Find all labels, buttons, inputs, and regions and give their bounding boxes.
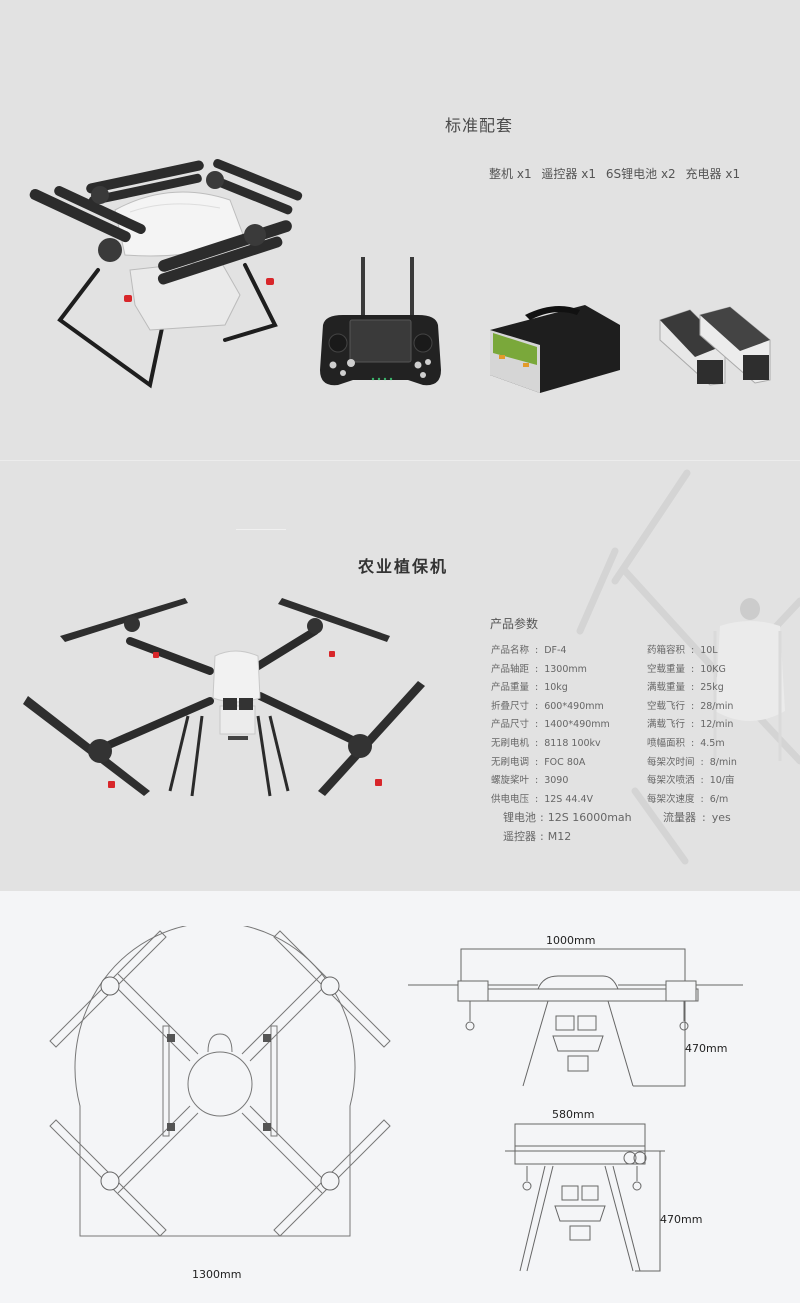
- product-params-title: 产品参数: [490, 617, 539, 631]
- spec-row: 无刷电机:8118 100kv: [491, 737, 601, 749]
- spec-row: 药箱容积:10L: [647, 645, 718, 656]
- front-view-width-label: 1000mm: [546, 934, 596, 947]
- remote-controller-image: [320, 257, 441, 386]
- front-view-height-label: 470mm: [685, 1042, 728, 1055]
- spec-row: 流量器:yes: [663, 811, 731, 825]
- spec-row: 每架次速度:6/m: [647, 793, 729, 805]
- top-view-width-label: 1300mm: [192, 1268, 242, 1281]
- kit-item-remote: 遥控器 x1: [541, 167, 597, 181]
- front-view-diagram: [408, 948, 743, 1087]
- spec-row: 喷幅面积:4.5m: [647, 737, 725, 749]
- background-drone-watermark: [576, 469, 800, 865]
- specifications-section: 农业植保机: [0, 460, 800, 891]
- folded-drone-image: [29, 158, 303, 389]
- kit-item-battery: 6S锂电池 x2: [605, 167, 676, 181]
- spec-list-right: 药箱容积:10L 空载重量:10KG 满载重量:25kg 空载飞行:28/min…: [647, 642, 737, 828]
- dimensions-section: 1300mm 1000mm 470mm: [0, 891, 800, 1303]
- spec-row: 产品轴距:1300mm: [491, 663, 587, 675]
- spec-row: 螺旋桨叶:3090: [491, 775, 569, 787]
- spec-row: 产品尺寸:1400*490mm: [491, 719, 610, 731]
- decorative-line: [236, 529, 286, 530]
- battery-packs-image: [659, 306, 771, 386]
- spec-row: 产品重量:10kg: [491, 682, 568, 694]
- spec-row: 每架次喷洒:10/亩: [647, 775, 735, 787]
- spec-row: 空载飞行:28/min: [647, 700, 734, 712]
- kit-title: 标准配套: [445, 116, 514, 135]
- spec-row: 遥控器:M12: [503, 829, 572, 843]
- side-view-height-label: 470mm: [660, 1213, 703, 1226]
- spec-row: 每架次时间:8/min: [647, 756, 737, 768]
- top-view-diagram: [49, 926, 391, 1237]
- agricultural-drone-image: [23, 598, 425, 797]
- kit-item-drone: 整机 x1: [489, 167, 532, 181]
- standard-kit-section: 标准配套 整机 x1 遥控器 x1 6S锂电池 x2 充电器 x1: [0, 0, 800, 460]
- spec-row: 锂电池:12S 16000mah: [503, 811, 632, 825]
- spec-row: 满载重量:25kg: [647, 682, 724, 694]
- side-view-width-label: 580mm: [552, 1108, 595, 1121]
- spec-row: 满载飞行:12/min: [647, 719, 734, 731]
- spec-row: 折叠尺寸:600*490mm: [491, 700, 604, 712]
- battery-charger-image: [490, 305, 620, 393]
- spec-row: 无刷电调:FOC 80A: [491, 756, 586, 768]
- kit-item-charger: 充电器 x1: [685, 167, 741, 181]
- spec-row: 供电电压:12S 44.4V: [491, 793, 594, 805]
- kit-contents-list: 整机 x1 遥控器 x1 6S锂电池 x2 充电器 x1: [489, 165, 746, 182]
- spec-row: 空载重量:10KG: [647, 663, 726, 675]
- side-view-diagram: [505, 1123, 665, 1272]
- spec-list-left: 产品名称:DF-4 产品轴距:1300mm 产品重量:10kg 折叠尺寸:600…: [491, 642, 632, 847]
- product-title: 农业植保机: [358, 557, 449, 576]
- spec-row: 产品名称:DF-4: [491, 645, 567, 656]
